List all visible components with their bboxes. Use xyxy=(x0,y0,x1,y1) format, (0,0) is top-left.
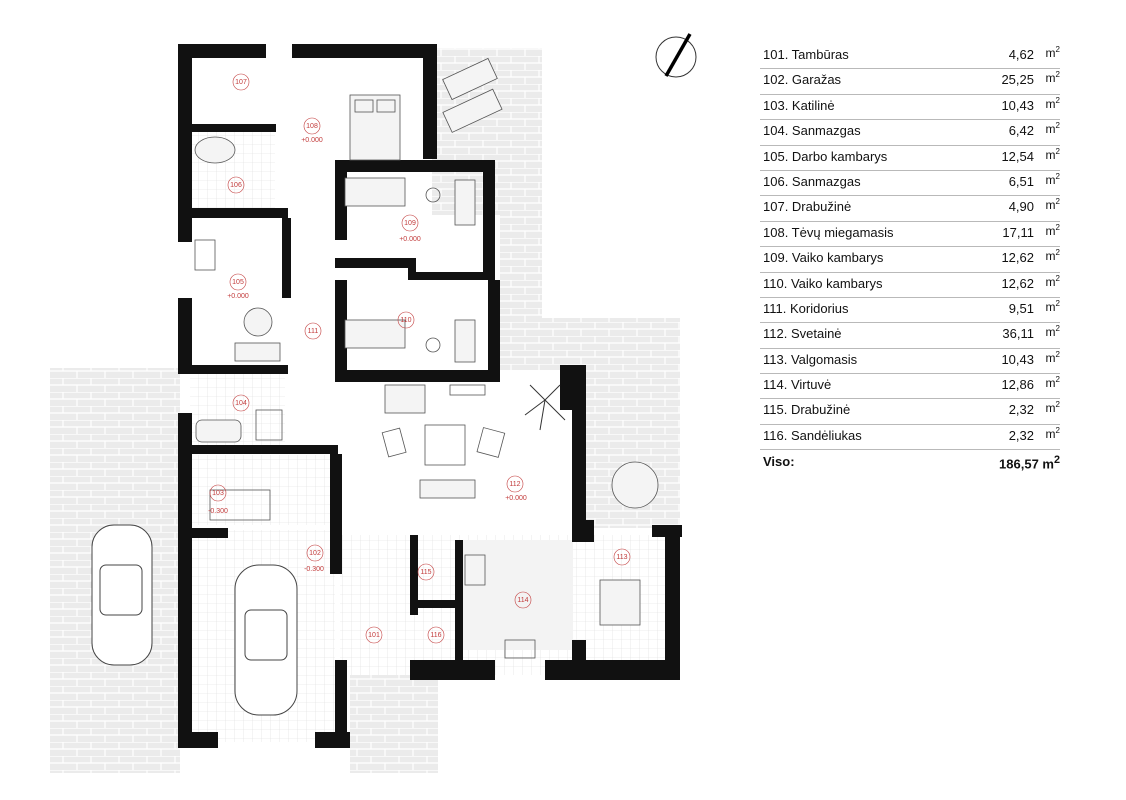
schedule-row-107: 107. Drabužinė 4,90 m2 xyxy=(760,196,1060,222)
area-unit: m2 xyxy=(1045,171,1060,187)
schedule-row-115: 115. Drabužinė 2,32 m2 xyxy=(760,399,1060,425)
room-number-116: 116 xyxy=(430,632,441,639)
room-area: 4,62 xyxy=(1008,47,1034,62)
room-number-114: 114 xyxy=(517,597,528,604)
room-number-113: 113 xyxy=(616,554,627,561)
room-name: 116. Sandėliukas xyxy=(763,427,862,443)
area-unit: m2 xyxy=(1045,121,1060,137)
schedule-row-102: 102. Garažas 25,25 m2 xyxy=(760,69,1060,95)
north-arrow-icon xyxy=(655,33,697,78)
furniture xyxy=(194,57,659,659)
area-unit: m2 xyxy=(1045,45,1060,60)
schedule-total-row: Viso: 186,57 m2 xyxy=(760,450,1060,474)
area-unit: m2 xyxy=(1045,146,1060,162)
room-number-108: 108 xyxy=(306,123,318,130)
area-unit: m2 xyxy=(1045,425,1060,441)
room-number-109: 109 xyxy=(404,220,416,227)
schedule-row-110: 110. Vaiko kambarys 12,62 m2 xyxy=(760,273,1060,298)
schedule-row-104: 104. Sanmazgas 6,42 m2 xyxy=(760,120,1060,146)
area-unit: m2 xyxy=(1045,375,1060,391)
schedule-row-109: 109. Vaiko kambarys 12,62 m2 xyxy=(760,247,1060,273)
room-area: 10,43 xyxy=(1001,351,1034,367)
level-109: +0.000 xyxy=(399,236,421,243)
area-unit: m2 xyxy=(1045,248,1060,264)
room-name: 107. Drabužinė xyxy=(763,199,852,215)
room-name: 108. Tėvų miegamasis xyxy=(763,224,894,240)
room-number-110: 110 xyxy=(400,317,411,324)
room-area: 12,86 xyxy=(1001,377,1034,393)
area-unit: m2 xyxy=(1045,197,1060,213)
room-number-105: 105 xyxy=(232,279,244,286)
schedule-row-108: 108. Tėvų miegamasis 17,11 m2 xyxy=(760,222,1060,248)
room-area: 10,43 xyxy=(1001,97,1034,113)
level-108: +0.000 xyxy=(301,137,323,144)
area-unit: m2 xyxy=(1045,400,1060,416)
room-area: 6,51 xyxy=(1008,173,1034,189)
room-name: 114. Virtuvė xyxy=(763,377,832,393)
room-numbers: 107 108 +0.000 106 109 +0.000 105 +0.000… xyxy=(208,73,631,644)
area-unit: m2 xyxy=(1045,222,1060,238)
room-name: 110. Vaiko kambarys xyxy=(763,275,883,291)
schedule-row-114: 114. Virtuvė 12,86 m2 xyxy=(760,374,1060,400)
room-area: 2,32 xyxy=(1008,402,1034,418)
total-area: 186,57 m2 xyxy=(999,454,1060,472)
schedule-row-116: 116. Sandėliukas 2,32 m2 xyxy=(760,425,1060,451)
room-area: 17,11 xyxy=(1002,224,1034,240)
level-112: +0.000 xyxy=(505,495,527,502)
room-name: 115. Drabužinė xyxy=(763,402,851,418)
room-area: 12,62 xyxy=(1001,275,1034,291)
room-name: 106. Sanmazgas xyxy=(763,173,861,189)
room-area: 12,62 xyxy=(1001,250,1034,266)
level-103: -0.300 xyxy=(208,508,228,515)
room-area: 12,54 xyxy=(1001,148,1034,164)
schedule-row-103: 103. Katilinė 10,43 m2 xyxy=(760,95,1060,121)
level-105: +0.000 xyxy=(227,293,249,300)
room-number-106: 106 xyxy=(230,182,242,189)
room-number-115: 115 xyxy=(420,569,431,576)
schedule-row-112: 112. Svetainė 36,11 m2 xyxy=(760,323,1060,349)
room-name: 104. Sanmazgas xyxy=(763,123,861,139)
schedule-row-106: 106. Sanmazgas 6,51 m2 xyxy=(760,171,1060,197)
room-area: 6,42 xyxy=(1008,123,1034,139)
area-unit: m2 xyxy=(1045,273,1060,289)
room-number-101: 101 xyxy=(368,632,380,639)
room-name: 103. Katilinė xyxy=(763,97,835,113)
level-102: -0.300 xyxy=(304,566,324,573)
plant-icon xyxy=(524,384,566,431)
room-name: 112. Svetainė xyxy=(763,326,842,342)
area-unit: m2 xyxy=(1045,70,1060,86)
area-unit: m2 xyxy=(1045,324,1060,340)
room-name: 111. Koridorius xyxy=(763,300,849,316)
room-number-102: 102 xyxy=(309,550,321,557)
schedule-row-111: 111. Koridorius 9,51 m2 xyxy=(760,298,1060,324)
room-name: 105. Darbo kambarys xyxy=(763,148,888,164)
room-name: 109. Vaiko kambarys xyxy=(763,250,884,266)
schedule-row-101: 101. Tambūras 4,62 m2 xyxy=(760,44,1060,70)
total-label: Viso: xyxy=(763,454,795,470)
floor-plan: 107 108 +0.000 106 109 +0.000 105 +0.000… xyxy=(50,33,697,773)
room-number-104: 104 xyxy=(235,400,247,407)
room-name: 113. Valgomasis xyxy=(763,351,858,367)
walls xyxy=(178,44,682,748)
room-name: 102. Garažas xyxy=(763,72,842,88)
room-area: 36,11 xyxy=(1002,326,1034,342)
room-name: 101. Tambūras xyxy=(763,47,849,62)
room-number-111: 111 xyxy=(308,328,319,335)
room-area: 4,90 xyxy=(1008,199,1034,215)
room-number-107: 107 xyxy=(235,79,247,86)
schedule-row-113: 113. Valgomasis 10,43 m2 xyxy=(760,349,1060,375)
area-unit: m2 xyxy=(1045,349,1060,365)
area-unit: m2 xyxy=(1045,95,1060,111)
room-number-112: 112 xyxy=(509,481,520,488)
area-unit: m2 xyxy=(1045,298,1060,314)
room-area: 2,32 xyxy=(1008,427,1034,443)
schedule-row-105: 105. Darbo kambarys 12,54 m2 xyxy=(760,146,1060,171)
room-area: 25,25 xyxy=(1001,72,1034,88)
room-area: 9,51 xyxy=(1008,300,1034,316)
room-number-103: 103 xyxy=(212,490,224,497)
car-icon xyxy=(91,524,298,716)
